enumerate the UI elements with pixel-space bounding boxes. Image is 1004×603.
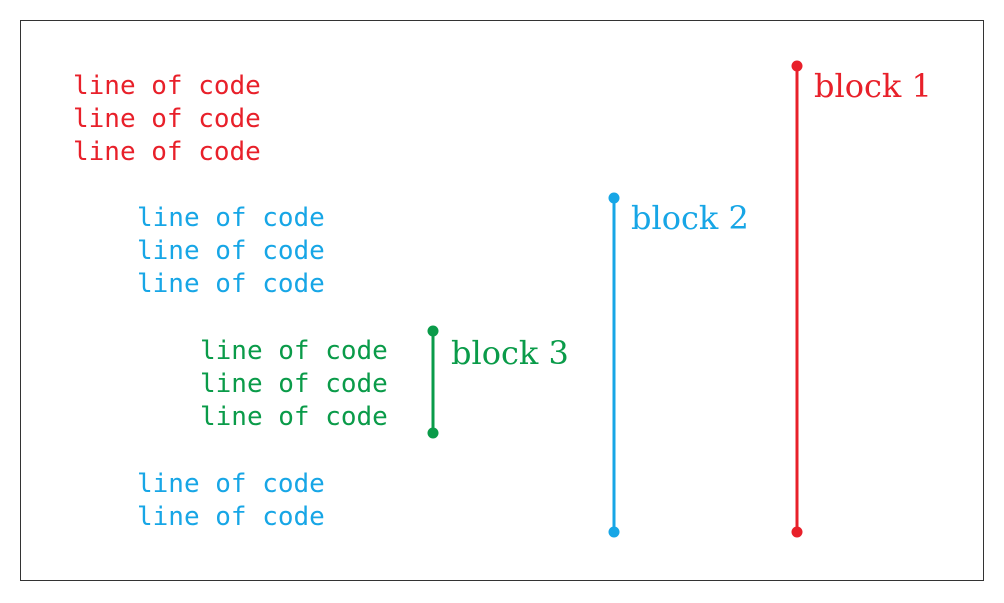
block3-start-dot bbox=[427, 325, 439, 337]
block1-start-dot bbox=[791, 60, 803, 72]
code-line-block3: line of code bbox=[200, 336, 388, 366]
block1-label: block 1 bbox=[814, 67, 932, 105]
code-line-block2: line of code bbox=[137, 502, 325, 532]
code-line-block2: line of code bbox=[137, 236, 325, 266]
code-line-block1: line of code bbox=[73, 104, 261, 134]
block3-end-dot bbox=[427, 427, 439, 439]
block2-end-dot bbox=[608, 526, 620, 538]
code-line-block2: line of code bbox=[137, 203, 325, 233]
block2-bracket bbox=[608, 192, 620, 538]
code-line-block2: line of code bbox=[137, 469, 325, 499]
block1-end-dot bbox=[791, 526, 803, 538]
block3-label: block 3 bbox=[451, 334, 569, 372]
diagram-frame bbox=[20, 20, 984, 581]
code-line-block1: line of code bbox=[73, 137, 261, 167]
block3-bracket bbox=[427, 325, 439, 439]
code-line-block1: line of code bbox=[73, 71, 261, 101]
code-line-block2: line of code bbox=[137, 269, 325, 299]
code-line-block3: line of code bbox=[200, 402, 388, 432]
code-line-block3: line of code bbox=[200, 369, 388, 399]
block2-label: block 2 bbox=[631, 199, 749, 237]
block2-start-dot bbox=[608, 192, 620, 204]
block1-bracket bbox=[791, 60, 803, 538]
